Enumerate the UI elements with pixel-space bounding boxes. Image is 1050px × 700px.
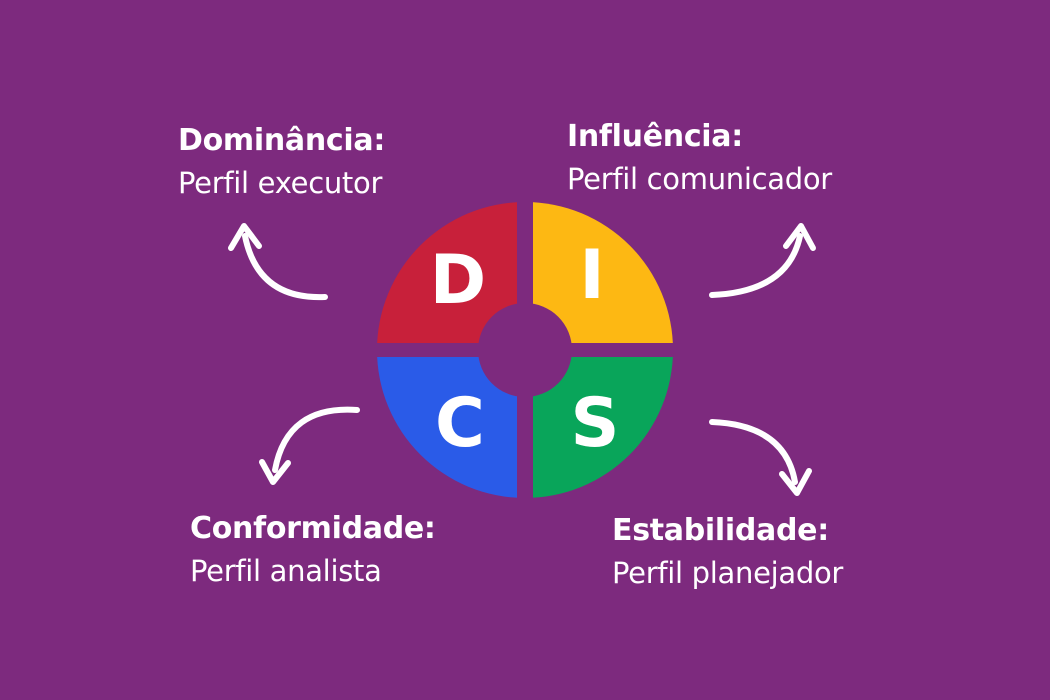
arrow-icon-s — [709, 419, 812, 496]
letter-c: C — [435, 384, 485, 463]
profile-title: Conformidade: — [190, 511, 436, 546]
profile-title: Estabilidade: — [612, 513, 829, 548]
profile-subtitle: Perfil executor — [178, 166, 383, 200]
arrow-icon-d — [228, 223, 328, 301]
profile-influencia: Influência: Perfil comunicador — [567, 116, 832, 200]
quadrant-c — [377, 350, 525, 498]
letter-s: S — [571, 384, 620, 463]
profile-subtitle: Perfil comunicador — [567, 162, 832, 196]
profile-dominancia: Dominância: Perfil executor — [178, 120, 385, 204]
profile-title: Influência: — [567, 119, 743, 154]
profile-subtitle: Perfil analista — [190, 554, 382, 588]
arrow-icon-c — [259, 406, 360, 485]
letter-i: I — [579, 236, 604, 315]
letter-d: D — [430, 241, 486, 320]
arrow-icon-i — [709, 223, 816, 298]
profile-estabilidade: Estabilidade: Perfil planejador — [612, 510, 843, 594]
quadrant-d — [377, 202, 525, 350]
profile-conformidade: Conformidade: Perfil analista — [190, 508, 436, 592]
profile-title: Dominância: — [178, 123, 386, 158]
quadrant-i — [525, 202, 673, 350]
quadrant-s — [525, 350, 673, 498]
profile-subtitle: Perfil planejador — [612, 556, 844, 590]
